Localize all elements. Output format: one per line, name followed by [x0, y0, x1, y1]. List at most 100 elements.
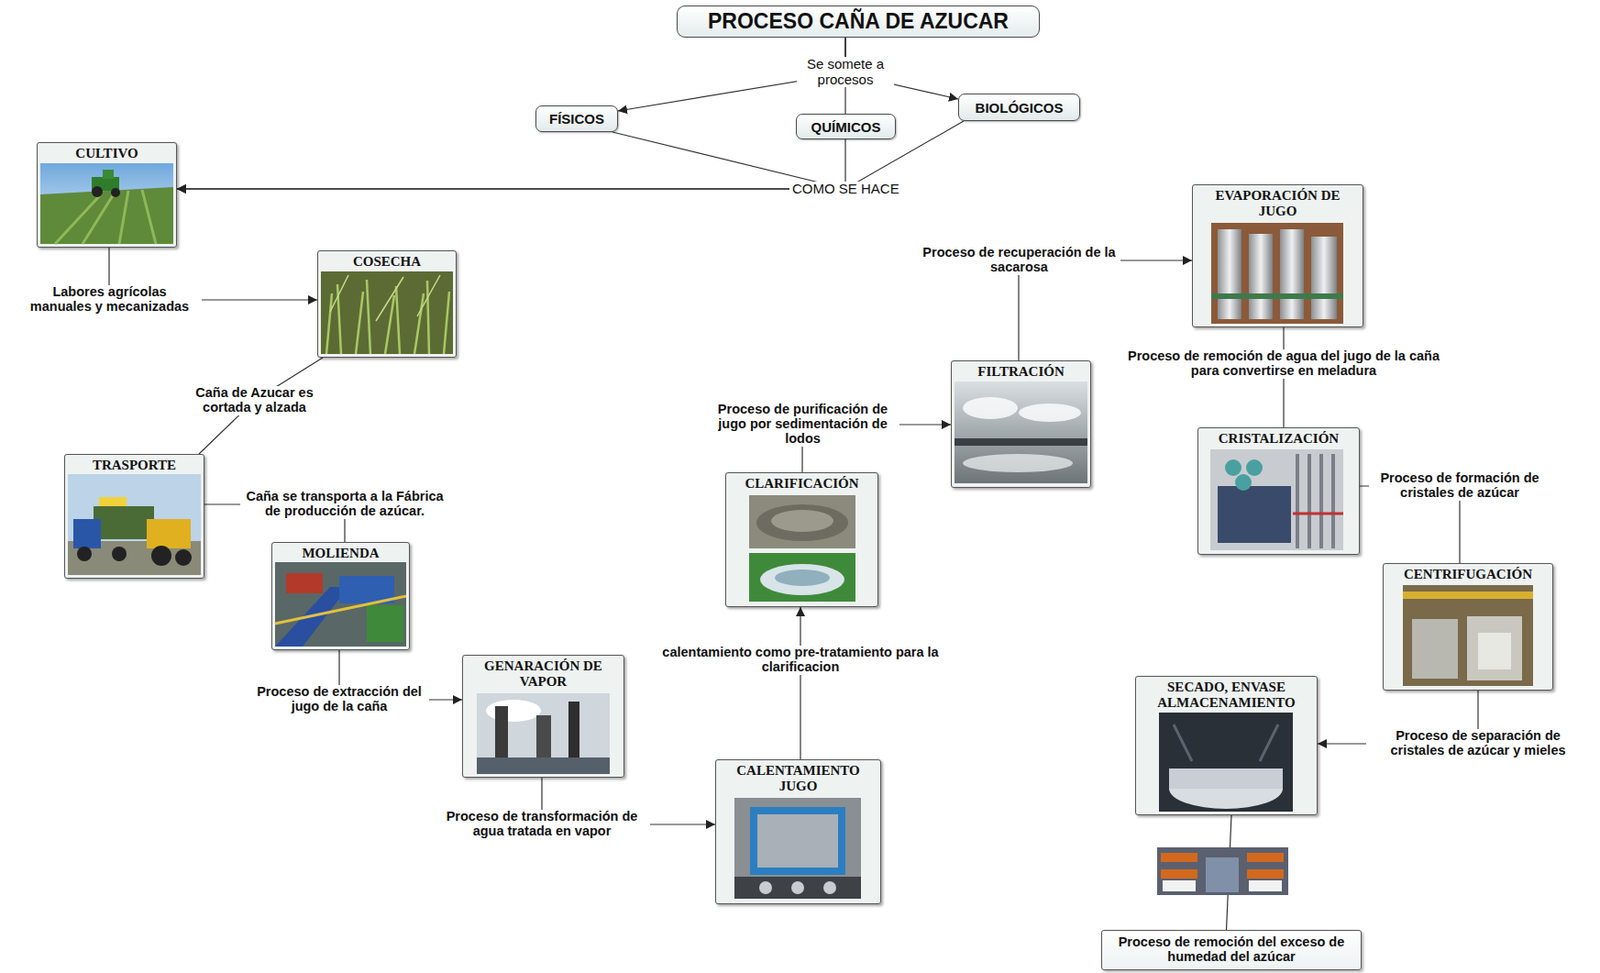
- evaporator-photo-part: [1211, 293, 1344, 299]
- heater-photo-part: [753, 810, 842, 872]
- warehouse-photo-part: [1160, 852, 1198, 862]
- truck-photo-part: [77, 546, 92, 562]
- stage-box: CRISTALIZACIÓN: [1197, 427, 1360, 555]
- node-label: CULTIVO: [75, 145, 138, 162]
- truck-photo-part: [99, 496, 127, 507]
- heater-photo-part: [734, 876, 861, 899]
- dryer-photo-part: [1169, 768, 1283, 809]
- harvest-photo-part: [330, 275, 441, 321]
- heater-photo-part: [759, 881, 773, 894]
- note-box: Proceso de remoción del exceso de humeda…: [1101, 929, 1362, 971]
- link-phrase: Proceso de formación de cristales de azú…: [1368, 471, 1551, 501]
- stage-box: COSECHA: [317, 250, 457, 358]
- warehouse-photo-part: [1246, 869, 1284, 879]
- link-phrase: Proceso de extracción del jugo de la cañ…: [249, 684, 430, 715]
- mill-photo-part: [275, 595, 407, 624]
- node-label: EVAPORACIÓN DE JUGO: [1199, 187, 1357, 219]
- warehouse-photo-part: [1160, 869, 1198, 879]
- crystallizer-photo-part: [1224, 459, 1242, 476]
- link-phrase: calentamiento como pre-tratamiento para …: [651, 645, 950, 675]
- boiler-photo-part: [476, 693, 610, 774]
- centrifuge-photo-part: [1412, 618, 1458, 679]
- connector: [176, 139, 846, 189]
- node-label: MOLIENDA: [301, 545, 379, 562]
- node-label: COSECHA: [353, 253, 421, 270]
- dryer-photo: [1158, 712, 1293, 812]
- node-label: Proceso de remoción del exceso de humeda…: [1108, 935, 1355, 965]
- truck-photo-part: [175, 549, 192, 566]
- title-box: PROCESO CAÑA DE AZUCAR: [676, 5, 1040, 38]
- box-fill-part: [1191, 184, 1364, 328]
- warehouse-photo-part: [1246, 852, 1284, 862]
- category-box: QUÍMICOS: [795, 113, 896, 140]
- stage-box: TRASPORTE: [64, 453, 205, 579]
- box-fill-part: [271, 541, 410, 651]
- truck-photo-part: [151, 545, 172, 566]
- crystallizer-photo-part: [1217, 485, 1292, 543]
- stage-box: FILTRACIÓN: [950, 360, 1092, 488]
- node-label: FILTRACIÓN: [977, 364, 1064, 380]
- box-fill-part: [715, 759, 882, 905]
- boiler-photo-part: [476, 757, 610, 774]
- filter-photo-part: [962, 453, 1073, 473]
- field-photo-part: [40, 163, 174, 244]
- box-fill-part: [36, 142, 177, 248]
- evaporator-photo-part: [1248, 233, 1273, 320]
- clarifier-photo-part: [756, 504, 849, 541]
- mill-photo: [275, 562, 407, 647]
- node-label: GENARACIÓN DE VAPOR: [469, 658, 618, 689]
- box-fill-part: [950, 360, 1092, 488]
- node-label: CALENTAMIENTO JUGO: [722, 762, 874, 794]
- stage-box: CENTRIFUGACIÓN: [1382, 562, 1554, 691]
- link-phrase: Proceso de recuperación de la sacarosa: [917, 245, 1121, 276]
- heater-photo-part: [791, 881, 805, 894]
- stage-box: MOLIENDA: [271, 541, 410, 651]
- node-label: BIOLÓGICOS: [975, 99, 1064, 116]
- link-phrase: COMO SE HACE: [789, 181, 903, 198]
- box-fill-part: [64, 453, 205, 579]
- centrifuge-photo-part: [1467, 616, 1523, 681]
- centrifuge-photo-part: [1402, 591, 1534, 599]
- link-phrase: Proceso de remoción de agua del jugo de …: [1120, 349, 1447, 379]
- warehouse-photo-part: [1162, 880, 1196, 892]
- stage-box: CALENTAMIENTO JUGO: [715, 759, 882, 905]
- truck-photo-part: [146, 518, 191, 549]
- crystallizer-photo-part: [1246, 459, 1263, 476]
- stage-box: GENARACIÓN DE VAPOR: [462, 654, 625, 778]
- category-box: FÍSICOS: [535, 105, 618, 133]
- crystallizer-photo-part: [1292, 512, 1344, 516]
- link-phrase: Proceso de transformación de agua tratad…: [433, 809, 651, 839]
- box-fill-part: [462, 654, 625, 778]
- connector: [1018, 260, 1192, 361]
- stage-box: CULTIVO: [36, 142, 177, 248]
- evaporator-photo-part: [1211, 222, 1344, 324]
- mill-photo-part: [275, 562, 407, 647]
- node-label: TRASPORTE: [92, 457, 177, 474]
- box-fill-part: [725, 472, 879, 607]
- mill-photo-part: [366, 605, 404, 642]
- harvest-photo: [320, 271, 453, 354]
- box-fill-part: [1197, 427, 1360, 555]
- node-label: QUÍMICOS: [811, 119, 882, 135]
- box-fill-part: [1382, 562, 1554, 691]
- field-photo-part: [102, 169, 114, 179]
- field-photo: [40, 163, 174, 244]
- warehouse-photo: [1157, 847, 1289, 895]
- boiler-photo-part: [568, 701, 580, 762]
- crystallizer-photo-part: [1235, 474, 1252, 491]
- harvest-photo-part: [320, 271, 453, 354]
- link-phrase: Se somete a procesos: [796, 56, 894, 88]
- field-photo-part: [110, 187, 121, 198]
- evaporator-photo-part: [1217, 229, 1242, 320]
- link-phrase: Proceso de separación de cristales de az…: [1366, 728, 1590, 759]
- evaporator-photo-part: [1311, 236, 1337, 320]
- mill-photo-part: [286, 573, 323, 594]
- node-label: SECADO, ENVASE ALMACENAMIENTO: [1142, 679, 1311, 710]
- heater-photo-part: [734, 797, 861, 899]
- clarifier-photo: [749, 495, 856, 602]
- filter-photo-part: [954, 381, 1088, 484]
- node-label: CLARIFICACIÓN: [744, 475, 859, 492]
- centrifuge-photo-part: [1402, 584, 1534, 686]
- stage-box: EVAPORACIÓN DE JUGO: [1191, 184, 1364, 328]
